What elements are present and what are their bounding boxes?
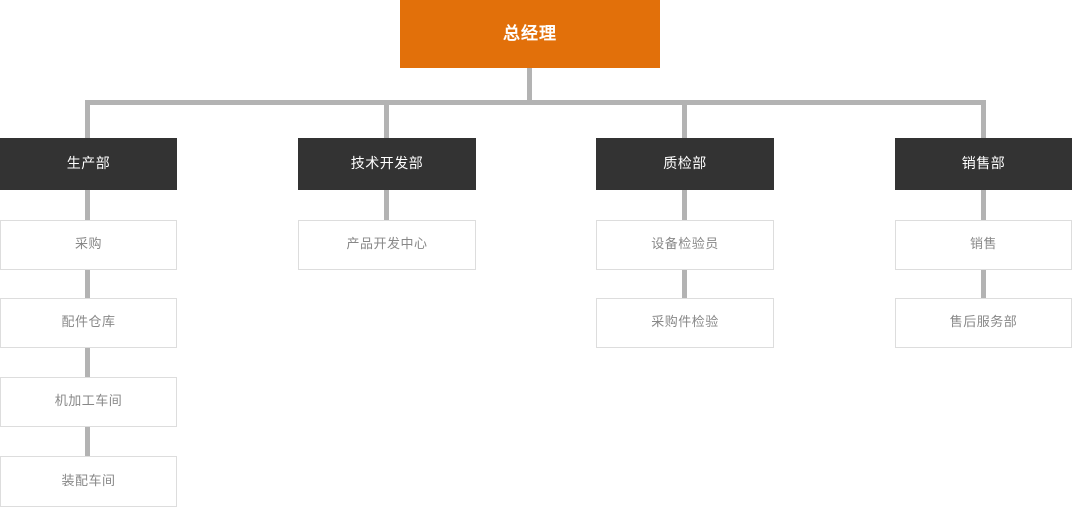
node-root-label: 总经理 <box>503 23 557 44</box>
node-sub-label: 装配车间 <box>61 473 116 489</box>
connector-col1-child3-to-child4 <box>85 427 90 456</box>
connector-col2-dept-to-child1 <box>384 190 389 220</box>
connector-root-drop <box>527 68 532 103</box>
node-department-quality-inspection[interactable]: 质检部 <box>596 138 774 190</box>
node-department-technology-development[interactable]: 技术开发部 <box>298 138 476 190</box>
connector-col4-dept-to-child1 <box>981 190 986 220</box>
node-sub-label: 产品开发中心 <box>346 237 428 253</box>
node-sub-label: 售后服务部 <box>949 315 1018 331</box>
connector-col1-child1-to-child2 <box>85 270 90 298</box>
node-sub-label: 设备检验员 <box>651 237 719 253</box>
connector-col3-child1-to-child2 <box>682 270 687 298</box>
connector-col3-dept-to-child1 <box>682 190 687 220</box>
node-sub-assembly-workshop[interactable]: 装配车间 <box>0 456 177 507</box>
node-sub-sales[interactable]: 销售 <box>895 220 1072 270</box>
node-department-sales[interactable]: 销售部 <box>895 138 1072 190</box>
node-sub-purchased-parts-inspection[interactable]: 采购件检验 <box>596 298 774 348</box>
connector-bus-to-dept-1 <box>85 100 90 138</box>
node-sub-parts-warehouse[interactable]: 配件仓库 <box>0 298 177 348</box>
connector-bus-to-dept-3 <box>682 100 687 138</box>
node-root-general-manager[interactable]: 总经理 <box>400 0 660 68</box>
node-sub-label: 机加工车间 <box>54 394 123 410</box>
connector-horizontal-bus <box>85 100 986 105</box>
node-sub-product-development-center[interactable]: 产品开发中心 <box>298 220 476 270</box>
node-department-label: 质检部 <box>663 155 707 172</box>
connector-col1-dept-to-child1 <box>85 190 90 220</box>
node-sub-label: 采购件检验 <box>651 315 719 331</box>
connector-bus-to-dept-2 <box>384 100 389 138</box>
node-sub-machining-workshop[interactable]: 机加工车间 <box>0 377 177 427</box>
connector-col4-child1-to-child2 <box>981 270 986 298</box>
node-sub-procurement[interactable]: 采购 <box>0 220 177 270</box>
node-sub-label: 销售 <box>969 237 997 253</box>
node-department-label: 生产部 <box>66 155 111 172</box>
connector-col1-child2-to-child3 <box>85 348 90 377</box>
node-sub-equipment-inspector[interactable]: 设备检验员 <box>596 220 774 270</box>
node-department-label: 技术开发部 <box>350 155 424 172</box>
node-sub-label: 配件仓库 <box>61 315 116 331</box>
node-department-production[interactable]: 生产部 <box>0 138 177 190</box>
node-sub-label: 采购 <box>74 237 102 253</box>
node-department-label: 销售部 <box>961 155 1006 172</box>
connector-bus-to-dept-4 <box>981 100 986 138</box>
node-sub-after-sales-service[interactable]: 售后服务部 <box>895 298 1072 348</box>
